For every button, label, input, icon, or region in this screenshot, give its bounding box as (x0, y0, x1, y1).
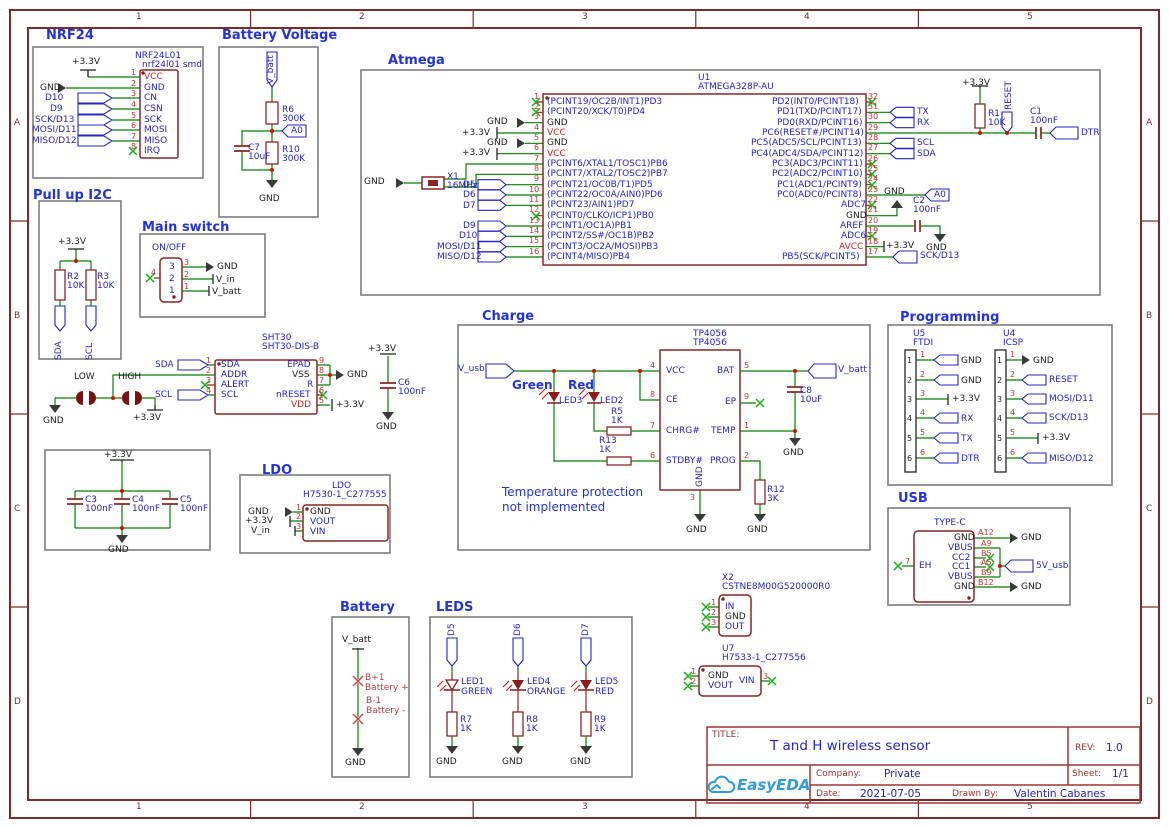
easyeda-logo-icon (707, 775, 736, 793)
titleblock-company: Private (884, 768, 921, 780)
solder-jumpers (76, 391, 142, 405)
junction-dots (74, 129, 1009, 568)
battery-x-marks (352, 675, 364, 725)
crystal-inner (428, 180, 438, 186)
titleblock-title-label: TITLE: (712, 730, 740, 740)
pin1-markers (141, 71, 971, 672)
titleblock-drawnby-label: Drawn By: (952, 789, 998, 799)
section-boxes (32, 46, 1113, 778)
component-bodies (139, 69, 975, 697)
title-block (706, 726, 1141, 804)
titleblock-date-label: Date: (816, 789, 841, 799)
easyeda-logo-text: EasyEDA (737, 776, 811, 794)
no-connect-marks (128, 97, 995, 691)
net-flags (54, 51, 1079, 667)
titleblock-drawnby: Valentin Cabanes (1014, 788, 1106, 800)
pin-stubs (154, 101, 872, 712)
gnd-symbols (49, 83, 1030, 756)
titleblock-company-label: Company: (816, 769, 862, 779)
power-symbols (68, 69, 1039, 650)
connector-bodies (904, 349, 1007, 473)
sheet-frame-ticks (10, 10, 1159, 818)
titleblock-sheet-label: Sheet: (1072, 769, 1102, 779)
resistors (54, 101, 986, 737)
wires (54, 76, 1050, 748)
titleblock-rev-label: REV: (1075, 743, 1096, 753)
titleblock-sheet: 1/1 (1112, 768, 1129, 780)
titleblock-rev: 1.0 (1106, 742, 1123, 754)
titleblock-title: T and H wireless sensor (770, 738, 931, 754)
titleblock-date: 2021-07-05 (860, 788, 922, 800)
capacitors (67, 127, 1042, 505)
led-symbols (436, 388, 601, 692)
